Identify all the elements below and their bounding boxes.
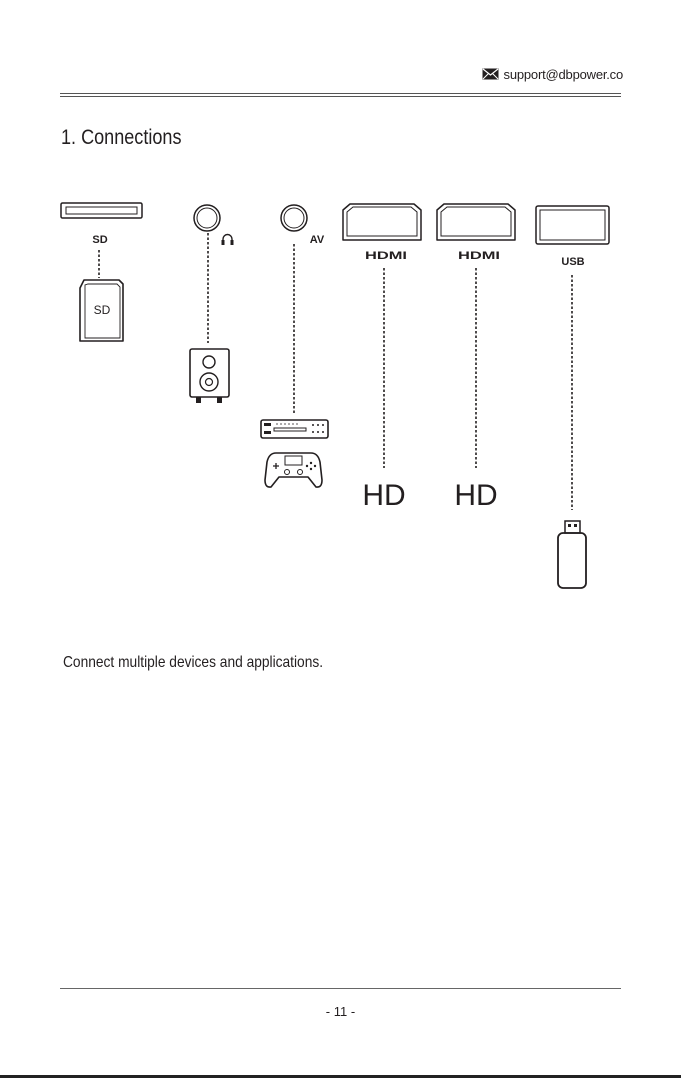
headphone-icon	[222, 235, 234, 246]
speaker-icon	[190, 349, 229, 403]
page-number: - 11 -	[0, 1004, 681, 1019]
sd-card-label: SD	[94, 303, 111, 317]
sd-port-label: SD	[92, 234, 107, 246]
sd-slot	[61, 203, 142, 218]
usb-port	[536, 206, 609, 244]
hd1-label: HD	[362, 479, 405, 512]
usb-drive-icon	[558, 521, 586, 588]
hdmi-port-1	[343, 204, 421, 240]
hdmi2-port-label: HDMI	[458, 250, 500, 262]
av-port-label: AV	[310, 234, 325, 246]
usb-port-label: USB	[561, 256, 584, 268]
hd2-label: HD	[454, 479, 497, 512]
dvd-player-icon	[261, 420, 328, 438]
diagram-caption: Connect multiple devices and application…	[63, 654, 323, 672]
gamepad-icon	[265, 453, 322, 487]
hdmi-port-2	[437, 204, 515, 240]
hdmi1-port-label: HDMI	[365, 250, 407, 262]
footer-rule	[60, 988, 621, 989]
headphone-jack	[194, 205, 220, 231]
connections-diagram: SD SD AV	[0, 0, 681, 640]
av-jack	[281, 205, 307, 231]
